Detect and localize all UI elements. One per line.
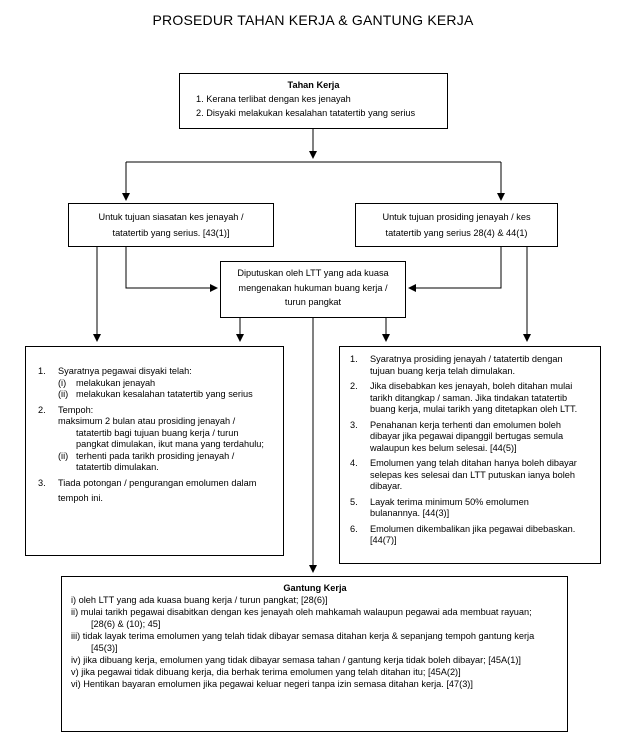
item-text: tatatertib bagi tujuan buang kerja / tur… [76,427,239,438]
prosiding-box: Untuk tujuan prosiding jenayah / kes tat… [355,203,558,247]
sub-item-text: melakukan kesalahan tatatertib yang seri… [76,389,253,399]
item-number: 1. [38,366,46,376]
item-text: Tiada potongan / pengurangan emolumen da… [58,477,257,488]
gantung-kerja-item: i) oleh LTT yang ada kuasa buang kerja /… [71,594,328,605]
sub-item-text: tatatertib dimulakan. [76,462,159,472]
gantung-kerja-item: vi) Hentikan bayaran emolumen jika pegaw… [71,678,473,689]
item-number: 3. [350,419,358,430]
item-text: Emolumen dikembalikan jika pegawai dibeb… [370,523,576,534]
item-text: tempoh ini. [58,493,103,503]
item-text: Tempoh: [58,404,94,415]
item-text: bulanannya. [44(3)] [370,508,450,518]
tahan-prosiding-conditions-box: 1. Syaratnya prosiding jenayah / tatatert… [339,346,601,564]
tahan-kerja-heading: Tahan Kerja [287,80,340,90]
condition-item: 1. Syaratnya pegawai disyaki telah: (i) m… [38,366,275,401]
item-text: Emolumen yang telah ditahan hanya boleh … [370,458,577,468]
item-number: 2. [38,404,46,415]
arrow-siasatan-to-diputuskan [125,247,218,292]
item-number: 1. [350,354,358,364]
prosiding-line: Untuk tujuan prosiding jenayah / kes [382,212,531,222]
gantung-kerja-item-cont: [45(3)] [91,642,118,653]
condition-item: 2. Jika disebabkan kes jenayah, boleh dit… [350,381,592,416]
item-text: buang kerja, mulai tarikh yang ditetapka… [370,404,578,414]
item-text: Penahanan kerja terhenti dan emolumen bo… [370,419,562,430]
item-text: pangkat dimulakan, ikut mana yang terdah… [76,439,264,449]
item-text: selepas kes selesai dan LTT putuskan ian… [370,469,575,480]
gantung-kerja-heading: Gantung Kerja [283,583,347,593]
item-number: 5. [350,496,358,507]
gantung-kerja-item: v) jika pegawai tidak dibuang kerja, dia… [71,666,461,677]
gantung-kerja-item: iv) jika dibuang kerja, emolumen yang ti… [71,654,521,665]
tahan-kerja-item: 2. Disyaki melakukan kesalahan tataterti… [196,108,416,118]
item-text: Jika disebabkan kes jenayah, boleh ditah… [370,381,573,391]
item-text: Layak terima minimum 50% emolumen [370,496,529,507]
gantung-kerja-item: iii) tidak layak terima emolumen yang te… [71,630,535,641]
item-text: tarikh ditangkap / saman. Jika tindakan … [370,392,568,403]
condition-item: 3. Penahanan kerja terhenti dan emolumen … [350,420,592,455]
item-text: maksimum 2 bulan atau prosiding jenayah … [58,416,236,426]
item-text: Syaratnya prosiding jenayah / tatatertib… [370,354,563,364]
tahan-kerja-box: Tahan Kerja 1. Kerana terlibat dengan ke… [179,73,448,129]
diputuskan-box: Diputuskan oleh LTT yang ada kuasa menge… [220,261,406,318]
sub-item-text: melakukan jenayah [76,377,156,388]
item-text: dibayar jika pegawai dipanggil bertugas … [370,431,564,441]
siasatan-box: Untuk tujuan siasatan kes jenayah / tata… [68,203,274,247]
gantung-kerja-item: ii) mulai tarikh pegawai disabitkan deng… [71,606,532,617]
item-text: dibayar. [370,481,403,491]
item-text: tujuan buang kerja telah dimulakan. [370,365,516,376]
siasatan-line: tatatertib yang serius. [43(1)] [112,227,230,238]
condition-item: 1. Syaratnya prosiding jenayah / tatatert… [350,354,592,377]
sub-item-marker: (ii) [58,389,69,399]
item-number: 6. [350,523,358,534]
diputuskan-line: mengenakan hukuman buang kerja / [238,282,388,293]
tahan-siasatan-conditions-box: 1. Syaratnya pegawai disyaki telah: (i) m… [25,346,284,556]
condition-item: 6. Emolumen dikembalikan jika pegawai dib… [350,524,592,547]
tahan-kerja-item: 1. Kerana terlibat dengan kes jenayah [196,93,351,104]
page-title: PROSEDUR TAHAN KERJA & GANTUNG KERJA [152,12,474,28]
sub-item-marker: (i) [58,377,67,388]
diputuskan-line: Diputuskan oleh LTT yang ada kuasa [237,268,389,278]
gantung-kerja-item-cont: [28(6) & (10); 45] [91,618,161,629]
siasatan-line: Untuk tujuan siasatan kes jenayah / [98,212,244,222]
item-number: 4. [350,458,358,468]
item-number: 2. [350,381,358,391]
condition-item: 3. Tiada potongan / pengurangan emolumen… [38,478,275,505]
sub-item-marker: (ii) [58,450,69,461]
item-number: 3. [38,477,46,488]
item-text: Syaratnya pegawai disyaki telah: [58,366,192,376]
gantung-kerja-box: Gantung Kerja i) oleh LTT yang ada kuasa… [61,576,568,732]
diputuskan-line: turun pangkat [284,297,342,307]
condition-item: 2. Tempoh: maksimum 2 bulan atau prosidi… [38,405,275,474]
item-text: walaupun kes belum selesai. [44(5)] [370,442,517,453]
sub-item-text: terhenti pada tarikh prosiding jenayah / [76,450,235,461]
arrow-prosiding-to-diputuskan [408,247,502,292]
prosiding-line: tatatertib yang serius 28(4) & 44(1) [385,227,528,238]
condition-item: 4. Emolumen yang telah ditahan hanya bole… [350,458,592,493]
item-text: [44(7)] [370,535,397,545]
